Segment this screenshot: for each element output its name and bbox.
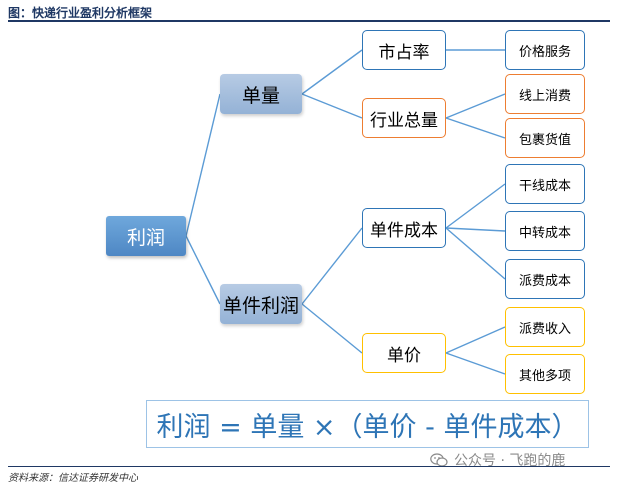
- connector-unit-profit-unit-cost: [301, 227, 363, 305]
- connector-industry-online-spending: [445, 93, 506, 119]
- watermark-text: 公众号 · 飞跑的鹿: [454, 453, 566, 469]
- connector-unit-price-delivery-income: [445, 326, 506, 354]
- node-delivery-income: 派费收入: [505, 307, 585, 347]
- profit-formula: 利润 = 单量 ×（单价 - 单件成本）: [146, 400, 589, 448]
- node-profit: 利润: [106, 216, 186, 256]
- node-trunk-cost: 干线成本: [505, 164, 585, 204]
- connector-volume-industry-volume: [301, 93, 363, 119]
- node-industry-volume: 行业总量: [362, 98, 446, 138]
- connector-unit-cost-transfer: [445, 227, 506, 232]
- connector-root-volume: [185, 93, 221, 237]
- connector-unit-price-other: [445, 352, 506, 375]
- watermark: 公众号 · 飞跑的鹿: [430, 450, 565, 470]
- node-unit-profit: 单件利润: [220, 284, 302, 324]
- connector-unit-profit-unit-price: [301, 303, 363, 354]
- node-volume: 单量: [220, 74, 302, 114]
- node-online-spending: 线上消费: [505, 74, 585, 114]
- node-unit-price: 单价: [362, 333, 446, 373]
- node-parcel-value: 包裹货值: [505, 118, 585, 158]
- node-other-items: 其他多项: [505, 354, 585, 394]
- connector-root-unit-profit: [185, 235, 221, 305]
- connector-unit-cost-trunk: [445, 183, 506, 229]
- connector-volume-market-share: [301, 49, 363, 95]
- figure-title: 图：快递行业盈利分析框架: [8, 6, 153, 20]
- connector-industry-parcel-value: [445, 117, 506, 139]
- node-delivery-cost: 派费成本: [505, 259, 585, 299]
- node-market-share: 市占率: [362, 30, 446, 70]
- node-unit-cost: 单件成本: [362, 208, 446, 248]
- header-divider: [8, 20, 610, 22]
- source-note: 资料来源：信达证券研发中心: [8, 473, 138, 484]
- node-price-service: 价格服务: [505, 30, 585, 70]
- wechat-icon: [430, 453, 448, 467]
- footer-divider: [8, 466, 610, 467]
- node-transfer-cost: 中转成本: [505, 211, 585, 251]
- connector-unit-cost-delivery: [445, 227, 506, 280]
